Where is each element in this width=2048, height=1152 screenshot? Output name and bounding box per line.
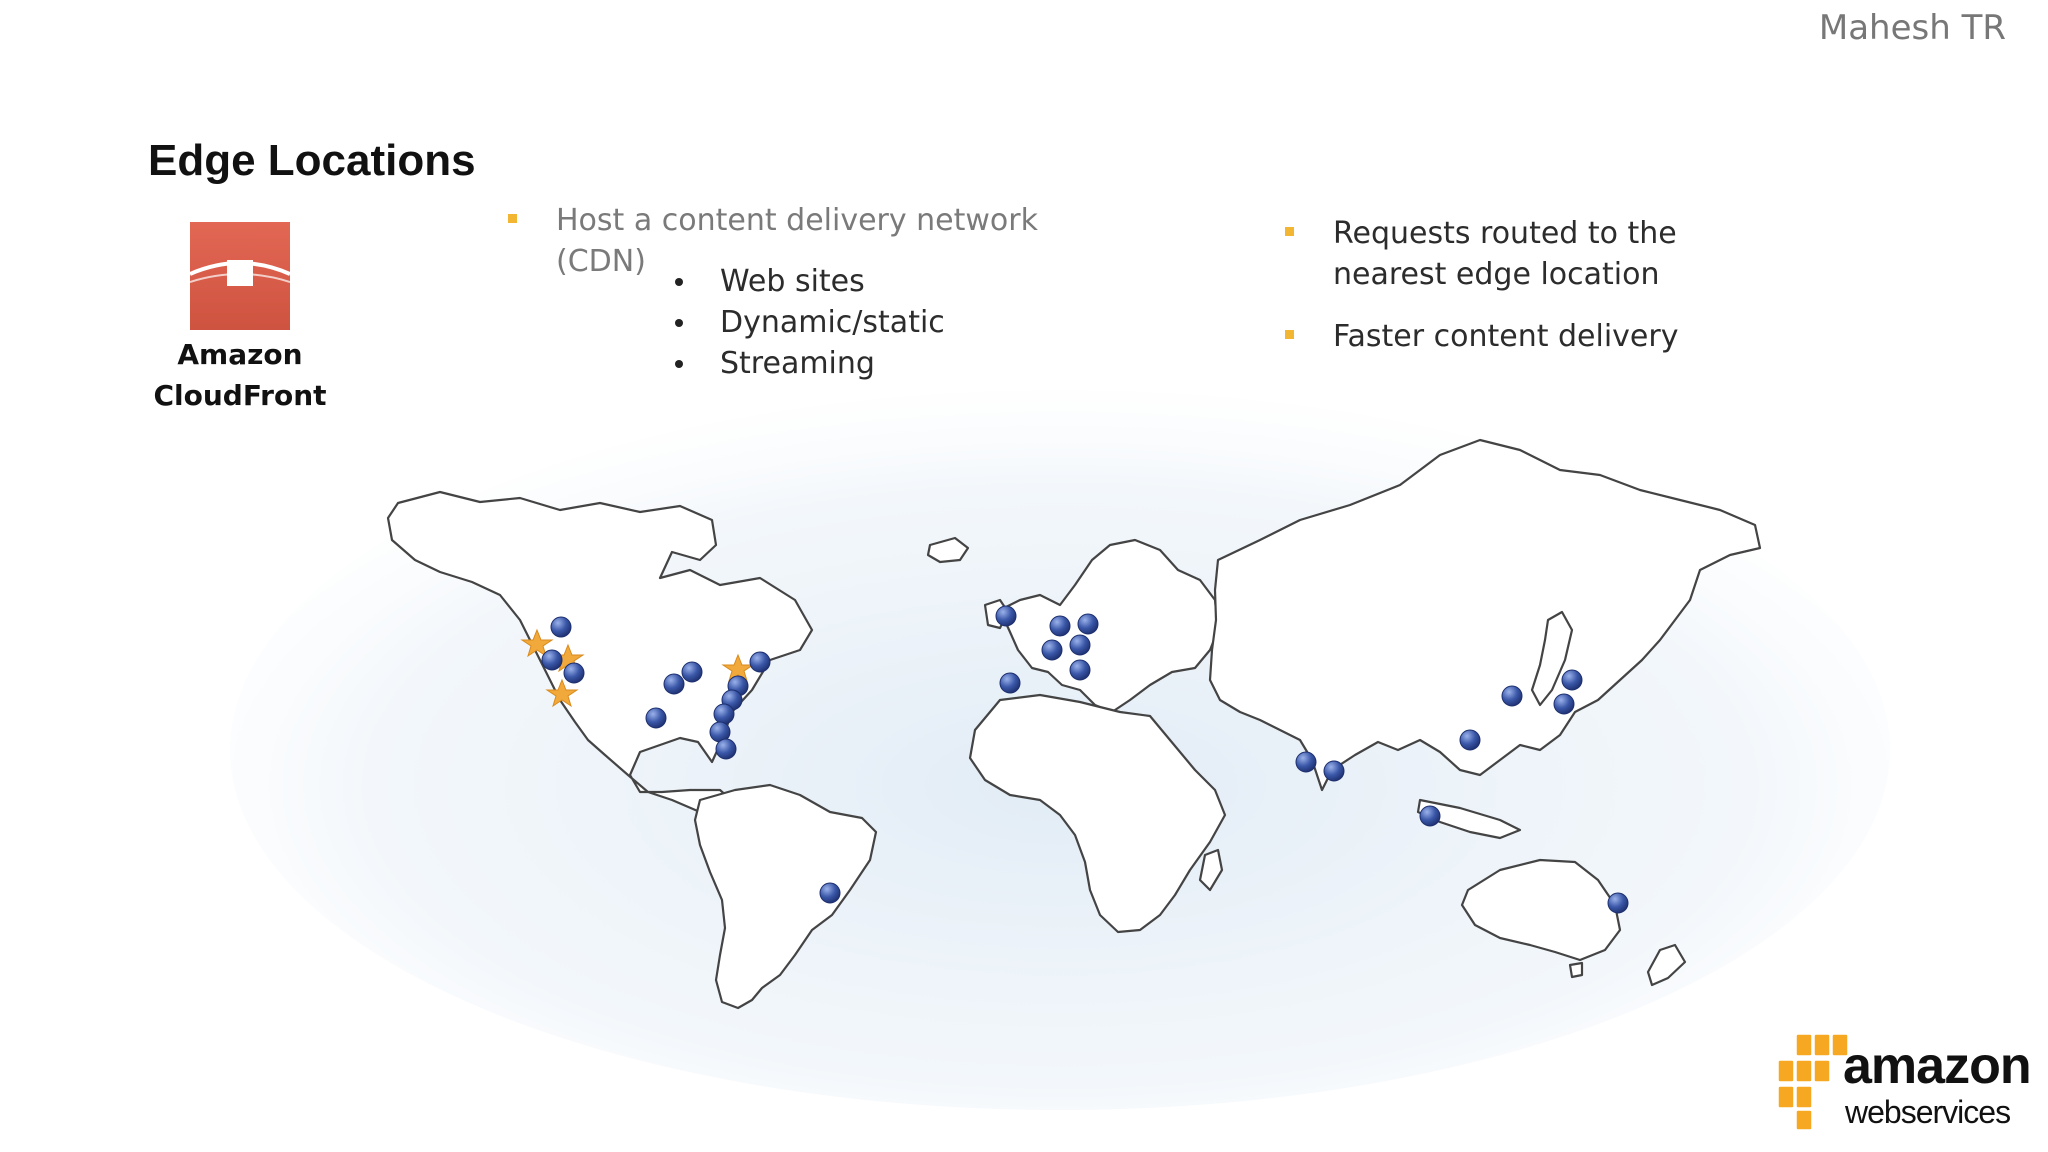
edge-marker [1069, 634, 1091, 656]
edge-marker [1295, 751, 1317, 773]
bullet-square-icon [508, 214, 517, 223]
edge-marker [681, 661, 703, 683]
bullet-dot-icon [675, 360, 683, 368]
left-bullet-list: Host a content delivery network (CDN) [508, 200, 1068, 282]
madagascar [1198, 848, 1224, 892]
edge-marker [1323, 760, 1345, 782]
africa [968, 693, 1227, 934]
edge-marker [995, 605, 1017, 627]
edge-marker [1561, 669, 1583, 691]
edge-marker [999, 672, 1021, 694]
bullet-faster: Faster content delivery [1285, 316, 1705, 357]
edge-location-markers [541, 605, 1629, 914]
edge-marker [1041, 639, 1063, 661]
edge-marker [1419, 805, 1441, 827]
subitem-text: Streaming [720, 346, 875, 381]
australia [1460, 858, 1622, 962]
bullet-cdn-text: Host a content delivery network (CDN) [556, 203, 1038, 279]
north-america [386, 490, 814, 817]
edge-marker [550, 616, 572, 638]
aws-logo: amazon webservices [1768, 1028, 2032, 1136]
star-icon [545, 678, 579, 708]
right-bullet-list: Requests routed to the nearest edge loca… [1285, 213, 1705, 357]
product-badge: Amazon CloudFront [140, 222, 340, 416]
product-name-line2: CloudFront [153, 379, 327, 412]
edge-marker [1049, 615, 1071, 637]
edge-marker [541, 649, 563, 671]
edge-marker [819, 882, 841, 904]
bullet-dot-icon [675, 319, 683, 327]
bullet-faster-text: Faster content delivery [1333, 319, 1679, 354]
edge-marker [663, 673, 685, 695]
product-name-line1: Amazon [177, 338, 303, 371]
subitem: Dynamic/static [672, 302, 945, 343]
bullet-cdn: Host a content delivery network (CDN) [508, 200, 1068, 282]
edge-marker [563, 662, 585, 684]
star-icon [520, 628, 554, 658]
edge-marker [713, 703, 735, 725]
edge-marker [1607, 892, 1629, 914]
star-icon [721, 653, 755, 683]
bullet-routing-text: Requests routed to the nearest edge loca… [1333, 216, 1677, 292]
japan [1530, 610, 1574, 707]
slide-title: Edge Locations [148, 136, 476, 185]
continents [386, 438, 1762, 1010]
subitem: Web sites [672, 261, 945, 302]
cloudfront-icon [190, 222, 290, 330]
edge-marker [1069, 659, 1091, 681]
asia [1208, 438, 1762, 792]
edge-marker [645, 707, 667, 729]
europe [998, 538, 1220, 714]
bullet-square-icon [1285, 330, 1294, 339]
bullet-square-icon [1285, 227, 1294, 236]
subitem-text: Dynamic/static [720, 305, 945, 340]
cdn-subitem-list: Web sites Dynamic/static Streaming [672, 261, 945, 384]
tasmania [1568, 961, 1584, 979]
edge-marker [715, 738, 737, 760]
edge-marker [1501, 685, 1523, 707]
subitem-text: Web sites [720, 264, 865, 299]
bullet-dot-icon [675, 278, 683, 286]
aws-word-amazon: amazon [1843, 1037, 2032, 1095]
edge-marker [749, 651, 771, 673]
edge-marker [1459, 729, 1481, 751]
south-america [693, 783, 878, 1010]
greenland [926, 536, 970, 564]
bullet-routing: Requests routed to the nearest edge loca… [1285, 213, 1705, 295]
subitem: Streaming [672, 343, 945, 384]
aws-cubes-icon [1777, 1034, 1848, 1131]
aws-word-webservices: webservices [1845, 1094, 2011, 1130]
new-zealand [1646, 943, 1687, 987]
edge-marker [1077, 613, 1099, 635]
edge-marker [1553, 693, 1575, 715]
author-name: Mahesh TR [1818, 8, 2006, 48]
